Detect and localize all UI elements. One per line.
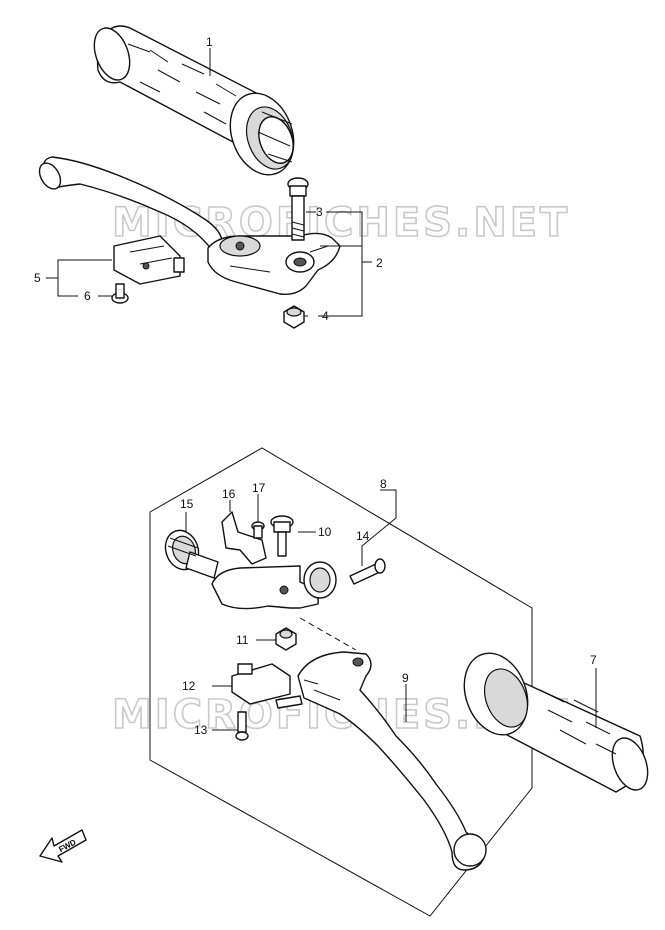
part-3-pivot-bolt[interactable] [287, 177, 309, 241]
part-14-bolt[interactable] [349, 558, 386, 585]
callout-4: 4 [322, 309, 329, 323]
callout-12: 12 [182, 679, 196, 693]
callout-11: 11 [236, 633, 249, 647]
callout-10: 10 [318, 525, 332, 539]
callout-16: 16 [222, 487, 236, 501]
callout-3: 3 [316, 205, 323, 219]
part-11-nut[interactable] [275, 627, 297, 651]
callout-9: 9 [402, 671, 409, 685]
callout-17: 17 [252, 481, 266, 495]
part-6-screw[interactable] [111, 283, 129, 304]
part-7-grip[interactable] [453, 644, 654, 795]
callout-15: 15 [180, 497, 194, 511]
callout-2: 2 [376, 256, 383, 270]
part-17-screw[interactable] [251, 521, 265, 539]
part-1-grip[interactable] [88, 23, 305, 184]
part-4-nut[interactable] [283, 305, 305, 329]
part-8-assembly-outline [149, 447, 533, 917]
part-9-lever[interactable] [297, 651, 487, 871]
bracket-body[interactable] [211, 561, 337, 610]
part-16-bracket[interactable] [221, 511, 267, 565]
part-10-bolt[interactable] [270, 515, 294, 557]
callout-1: 1 [206, 35, 213, 49]
callout-7: 7 [590, 653, 597, 667]
part-13-screw[interactable] [235, 711, 249, 741]
callout-8: 8 [380, 477, 387, 491]
callout-5: 5 [34, 271, 41, 285]
part-5-switch[interactable] [113, 235, 185, 285]
part-2-lever[interactable] [35, 156, 341, 296]
callout-14: 14 [356, 529, 370, 543]
part-15-adjuster[interactable] [160, 526, 219, 579]
callout-6: 6 [84, 289, 91, 303]
callout-13: 13 [194, 723, 208, 737]
part-12-switch[interactable] [231, 663, 303, 709]
fwd-arrow-icon: FWD [39, 829, 87, 863]
